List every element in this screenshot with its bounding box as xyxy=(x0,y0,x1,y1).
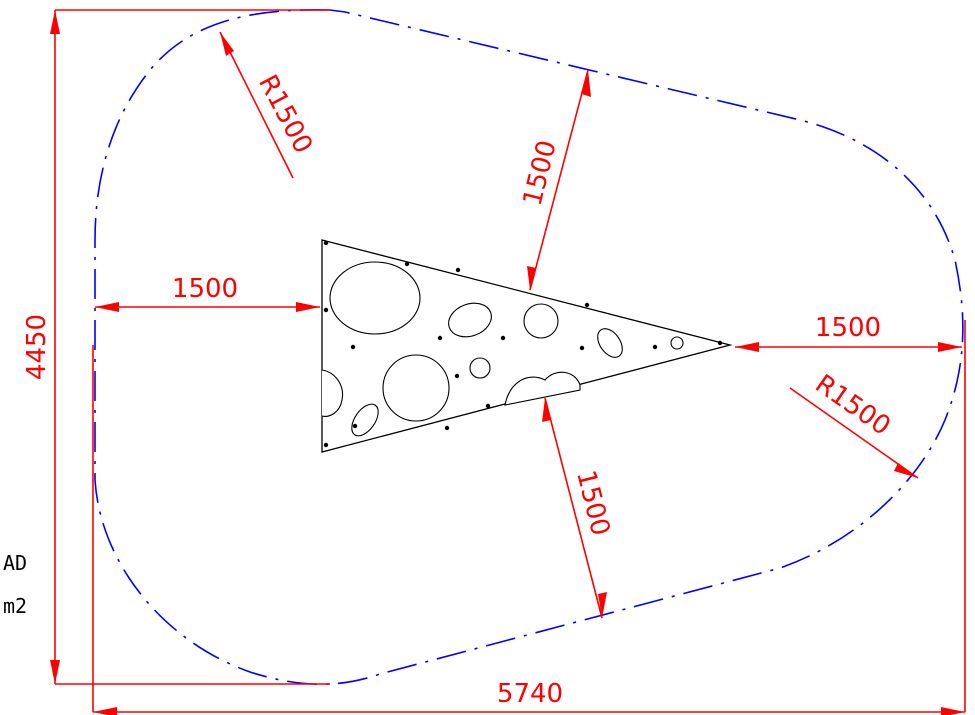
clearance-bottom-label: 1500 xyxy=(570,467,615,538)
overall-height-label: 4450 xyxy=(22,314,52,380)
panel-bolts xyxy=(323,240,723,448)
dimension-overall-height xyxy=(50,10,60,684)
clearance-right-label: 1500 xyxy=(815,313,881,343)
clearance-left-label: 1500 xyxy=(172,274,238,304)
side-note-1: AD xyxy=(3,551,27,575)
clearance-top-label: 1500 xyxy=(518,137,563,208)
dimension-clearance-bottom xyxy=(542,397,607,619)
radius-right-label: R1500 xyxy=(809,369,895,442)
dimension-clearance-right xyxy=(735,342,962,352)
side-note-2: m2 xyxy=(3,594,27,618)
triangular-panel xyxy=(321,239,733,453)
radius-leader-right xyxy=(789,387,919,479)
dimension-clearance-left xyxy=(95,302,320,312)
radius-leader-top-left xyxy=(219,31,294,179)
overall-width-label: 5740 xyxy=(497,679,563,709)
extension-lines xyxy=(55,9,966,712)
dimension-clearance-top xyxy=(527,69,591,291)
dimension-overall-width xyxy=(93,707,965,715)
safety-zone-boundary xyxy=(94,9,964,686)
